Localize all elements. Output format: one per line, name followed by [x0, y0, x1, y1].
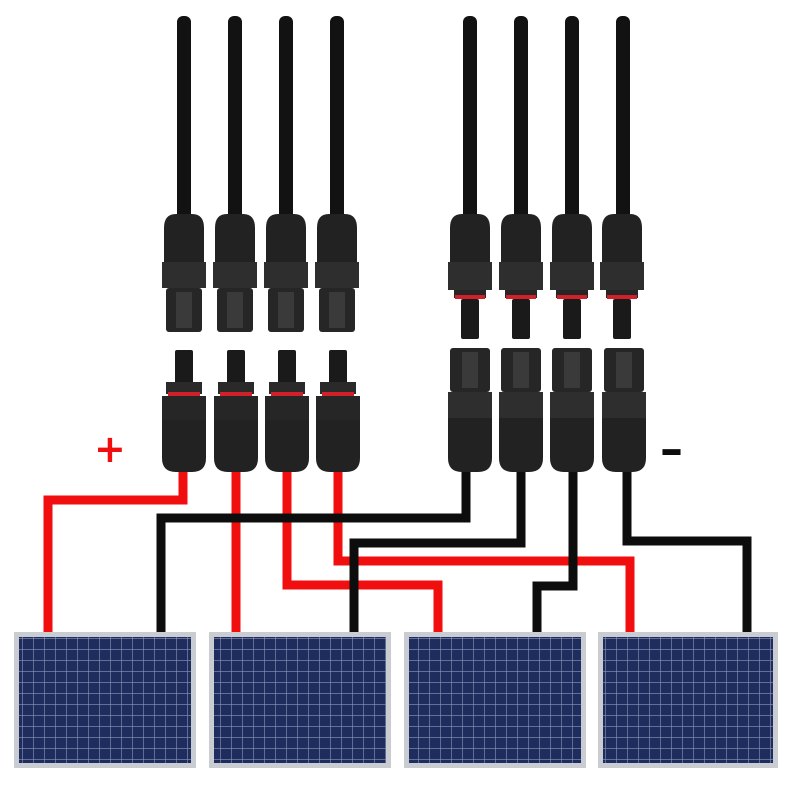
positive-wire-panel-3 [282, 472, 443, 638]
connector-negative-upper-4 [600, 214, 644, 339]
cable-negative-4 [616, 16, 630, 220]
connector-positive-upper-4 [315, 214, 359, 332]
connector-positive-lower-4 [316, 350, 360, 472]
connector-positive-lower-2 [214, 350, 258, 472]
connector-negative-lower-2 [499, 348, 543, 472]
cable-positive-4 [330, 16, 344, 220]
negative-wire-panel-4 [622, 472, 752, 638]
wires-group [43, 472, 752, 638]
connector-negative-upper-1 [448, 214, 492, 339]
positive-wire-panel-4 [333, 472, 635, 638]
negative-wire-panel-3 [532, 472, 578, 638]
connector-positive-lower-3 [265, 350, 309, 472]
solar-panel-3 [404, 632, 586, 768]
positive-upper-connectors [162, 214, 359, 332]
cables-group [177, 16, 630, 220]
solar-panels-group [14, 632, 778, 768]
negative-lower-connectors [448, 348, 646, 472]
connector-negative-lower-1 [448, 348, 492, 472]
cable-positive-3 [279, 16, 293, 220]
cable-positive-1 [177, 16, 191, 220]
connector-positive-lower-1 [162, 350, 206, 472]
cable-negative-3 [565, 16, 579, 220]
connector-positive-upper-2 [213, 214, 257, 332]
cable-negative-1 [463, 16, 477, 220]
solar-panel-1 [14, 632, 196, 768]
negative-wire-panel-1 [156, 472, 471, 638]
connector-positive-upper-3 [264, 214, 308, 332]
negative-polarity-label: – [660, 422, 683, 476]
cable-negative-2 [514, 16, 528, 220]
connector-negative-upper-3 [550, 214, 594, 339]
positive-wire-panel-1 [43, 472, 188, 638]
solar-panel-2 [209, 632, 391, 768]
connector-negative-upper-2 [499, 214, 543, 339]
negative-wire-panel-2 [349, 472, 526, 638]
connector-negative-lower-3 [550, 348, 594, 472]
connector-positive-upper-1 [162, 214, 206, 332]
negative-upper-connectors [448, 214, 644, 339]
cable-positive-2 [228, 16, 242, 220]
positive-polarity-label: + [94, 427, 126, 471]
positive-lower-connectors [162, 350, 360, 472]
solar-panel-4 [598, 632, 778, 768]
connector-negative-lower-4 [602, 348, 646, 472]
